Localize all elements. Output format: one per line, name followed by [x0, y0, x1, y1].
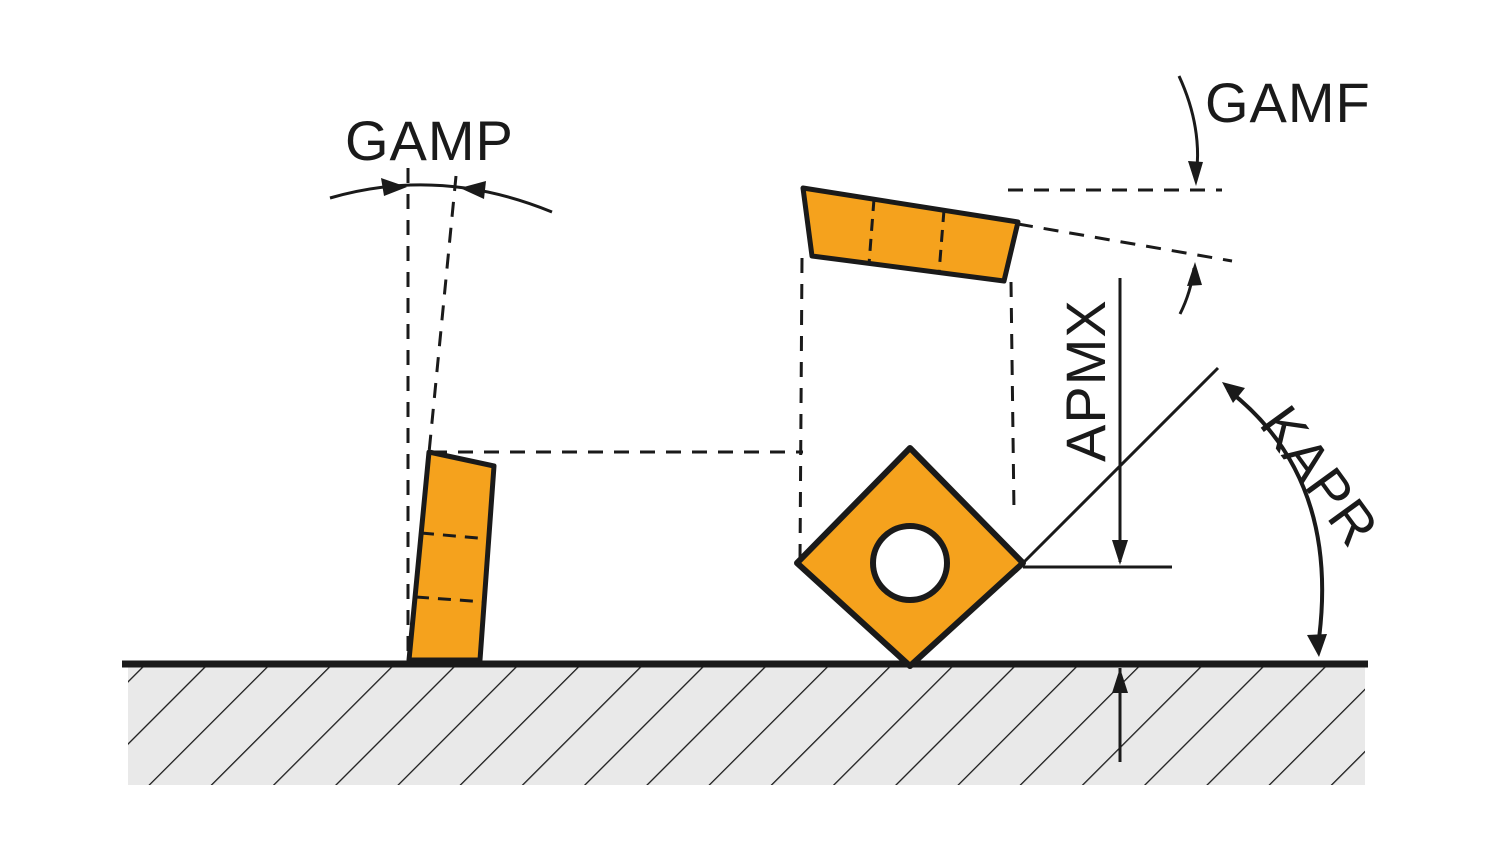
- left-insert-seam-2: [415, 595, 486, 604]
- gamf-up-arrowhead-icon: [1187, 262, 1202, 286]
- gamp-angle-arc: [329, 183, 553, 214]
- kapr-angle-arc: [1226, 388, 1325, 647]
- left-insert: [406, 449, 497, 663]
- gamp-right-arrowhead-icon: [460, 181, 486, 199]
- top-insert-group: [800, 185, 1021, 284]
- apmx-label: APMX: [1054, 299, 1117, 462]
- apmx-up-arrowhead-icon: [1112, 668, 1128, 693]
- apmx-down-arrowhead-icon: [1112, 540, 1128, 565]
- workpiece: [122, 660, 1368, 785]
- gamf-down-arrowhead-icon: [1188, 161, 1203, 186]
- top-insert: [800, 185, 1021, 284]
- diamond-insert-group: [794, 445, 1026, 669]
- gamf-tilted-reference-line: [1017, 222, 1233, 263]
- left-drop-line: [798, 257, 804, 561]
- kapr-upper-arrowhead-icon: [1222, 382, 1245, 403]
- kapr-dimension: KAPR: [1222, 382, 1391, 657]
- right-drop-line: [1009, 281, 1016, 513]
- left-insert-seam-1: [420, 531, 490, 541]
- ground-hatch-lines: [128, 667, 1365, 785]
- gamp-left-arrowhead-icon: [381, 178, 407, 196]
- top-insert-seam-2: [937, 209, 946, 274]
- gamf-dimension: GAMF: [1177, 71, 1371, 315]
- gamf-label: GAMF: [1205, 71, 1371, 134]
- top-insert-seam-1: [867, 198, 876, 265]
- kapr-label: KAPR: [1248, 394, 1391, 558]
- apmx-dimension: APMX: [1054, 278, 1128, 762]
- gamp-dimension: GAMP: [329, 109, 553, 214]
- kapr-lower-arrowhead-icon: [1307, 634, 1327, 657]
- left-insert-group: [406, 449, 497, 663]
- insert-hole: [870, 523, 950, 603]
- gamp-label: GAMP: [345, 109, 514, 172]
